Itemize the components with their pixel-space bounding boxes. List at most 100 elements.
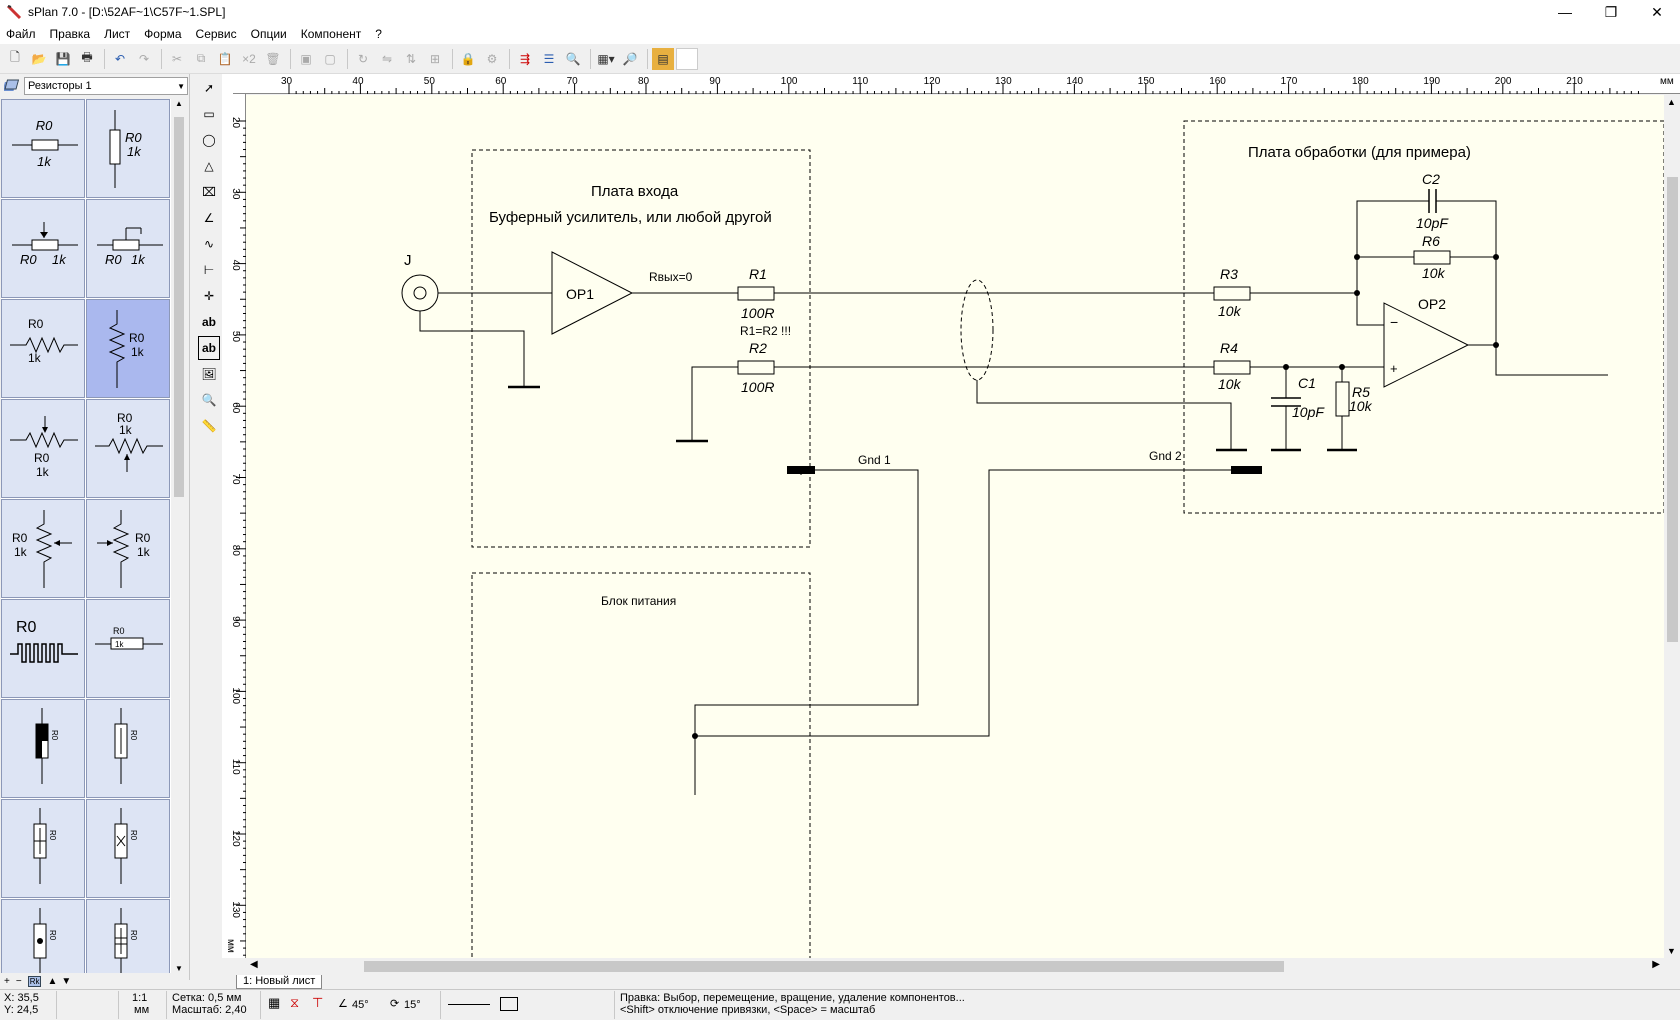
library-item-resistor-fuse[interactable]: R0: [86, 699, 170, 798]
parts-list-icon[interactable]: ☰: [543, 51, 555, 66]
redo-icon[interactable]: ↷: [138, 51, 150, 66]
library-item-resistor-power[interactable]: R0: [1, 699, 85, 798]
r6-body[interactable]: [1413, 250, 1451, 265]
group-icon[interactable]: ⚙: [486, 51, 498, 66]
scroll-down-icon[interactable]: ▼: [1667, 946, 1676, 956]
rotate-step-icon[interactable]: ⟳: [390, 998, 400, 1010]
open-folder-icon[interactable]: 📂: [31, 51, 47, 66]
library-item-resistor-wire[interactable]: R0: [1, 599, 85, 698]
zoom-tool-icon[interactable]: 🔍: [201, 393, 217, 407]
ortho-toggle-icon[interactable]: ⊤: [312, 995, 324, 1010]
netlist-icon[interactable]: ⇶: [519, 51, 531, 66]
menu-edit[interactable]: Правка: [49, 27, 91, 41]
gnd2-bar[interactable]: [1231, 466, 1262, 474]
menu-help[interactable]: ?: [375, 27, 382, 41]
library-scrollbar[interactable]: ▲ ▼: [172, 99, 186, 973]
junction-tool-icon[interactable]: ✛: [203, 289, 215, 303]
status-angle2[interactable]: 15°: [404, 999, 421, 1011]
snap-toggle-icon[interactable]: ⧖: [290, 995, 300, 1010]
dimension-tool-icon[interactable]: ⊢: [203, 263, 215, 277]
minimize-button[interactable]: —: [1558, 4, 1572, 20]
r2-body[interactable]: [737, 360, 775, 375]
select-arrow-icon[interactable]: ➚: [203, 81, 215, 95]
undo-icon[interactable]: ↶: [114, 51, 126, 66]
menu-shape[interactable]: Форма: [144, 27, 182, 41]
r4-body[interactable]: [1213, 360, 1251, 375]
textbox-tool-icon[interactable]: ab: [198, 336, 220, 360]
add-component-icon[interactable]: +: [4, 975, 10, 987]
image-tool-icon[interactable]: 🖼: [201, 367, 217, 381]
scroll-up-icon[interactable]: ▲: [1667, 97, 1676, 107]
r1-body[interactable]: [737, 286, 775, 301]
close-button[interactable]: ✕: [1651, 3, 1663, 20]
duplicate-icon[interactable]: ×2: [242, 51, 256, 66]
cable-shield[interactable]: [960, 279, 994, 381]
line-style-icon[interactable]: [448, 1004, 490, 1005]
send-back-icon[interactable]: ▢: [324, 51, 336, 66]
cut-icon[interactable]: ✂: [171, 51, 183, 66]
align-icon[interactable]: ⊞: [429, 51, 441, 66]
copy-icon[interactable]: ⧉: [196, 51, 206, 65]
library-item-resistor-cross[interactable]: R0: [86, 799, 170, 898]
sheet-tab-1[interactable]: 1: Новый лист: [236, 975, 323, 989]
print-icon[interactable]: 🖶: [81, 50, 93, 64]
angle-icon[interactable]: ∠: [338, 998, 348, 1010]
menu-options[interactable]: Опции: [250, 27, 287, 41]
mirror-v-icon[interactable]: ⇅: [405, 51, 417, 66]
board-proc-frame[interactable]: [1183, 120, 1664, 514]
schematic-canvas[interactable]: Плата входа Буферный усилитель, или любо…: [246, 95, 1664, 958]
scroll-left-icon[interactable]: ◀: [250, 959, 258, 970]
blank-tool-icon[interactable]: [676, 47, 698, 70]
library-selector[interactable]: Резисторы 1: [2, 76, 188, 96]
fill-style-icon[interactable]: [500, 997, 518, 1011]
remove-component-icon[interactable]: −: [15, 975, 22, 987]
r3-body[interactable]: [1213, 286, 1251, 301]
mirror-h-icon[interactable]: ⇋: [381, 51, 393, 66]
layers-icon[interactable]: ▤: [652, 47, 674, 70]
status-angle1[interactable]: 45°: [352, 999, 369, 1011]
op1-triangle[interactable]: [551, 251, 634, 335]
label-toggle-icon[interactable]: Rk: [27, 975, 42, 987]
paste-icon[interactable]: 📋: [217, 51, 233, 66]
menu-service[interactable]: Сервис: [195, 27, 237, 41]
polygon-tool-icon[interactable]: △: [204, 159, 214, 173]
power-block-frame[interactable]: [471, 572, 811, 958]
rectangle-tool-icon[interactable]: ▭: [203, 107, 215, 121]
new-file-icon[interactable]: 🗋: [10, 50, 20, 64]
r5-body[interactable]: [1335, 381, 1350, 417]
library-item-resistor-tap[interactable]: R0: [1, 799, 85, 898]
canvas-vscrollbar[interactable]: ▲ ▼: [1664, 95, 1680, 958]
delete-icon[interactable]: 🗑: [265, 51, 281, 66]
scroll-up-icon[interactable]: ▲: [175, 99, 183, 108]
text-tool-icon[interactable]: ab: [201, 315, 216, 329]
menu-sheet[interactable]: Лист: [104, 27, 131, 41]
move-down-icon[interactable]: ▼: [61, 975, 72, 987]
library-scroll-thumb[interactable]: [174, 117, 184, 497]
hscroll-thumb[interactable]: [364, 961, 1284, 972]
library-item-resistor-plus[interactable]: R0: [86, 899, 170, 973]
zoom-icon[interactable]: 🔎: [622, 51, 638, 66]
find-icon[interactable]: 🔍: [565, 51, 581, 66]
op2-triangle[interactable]: [1383, 302, 1470, 388]
move-up-icon[interactable]: ▲: [47, 975, 58, 987]
gnd1-bar[interactable]: [787, 466, 815, 474]
lock-icon[interactable]: 🔒: [460, 51, 476, 66]
canvas-hscrollbar[interactable]: ◀ ▶: [246, 958, 1664, 975]
scroll-down-icon[interactable]: ▼: [175, 964, 183, 973]
menu-file[interactable]: Файл: [6, 27, 36, 41]
grid-dropdown-icon[interactable]: ▦▾: [597, 51, 615, 66]
save-icon[interactable]: 💾: [55, 51, 71, 66]
bring-front-icon[interactable]: ▣: [300, 51, 312, 66]
board-input-frame[interactable]: [471, 149, 811, 548]
library-dropdown[interactable]: Резисторы 1: [24, 77, 188, 95]
